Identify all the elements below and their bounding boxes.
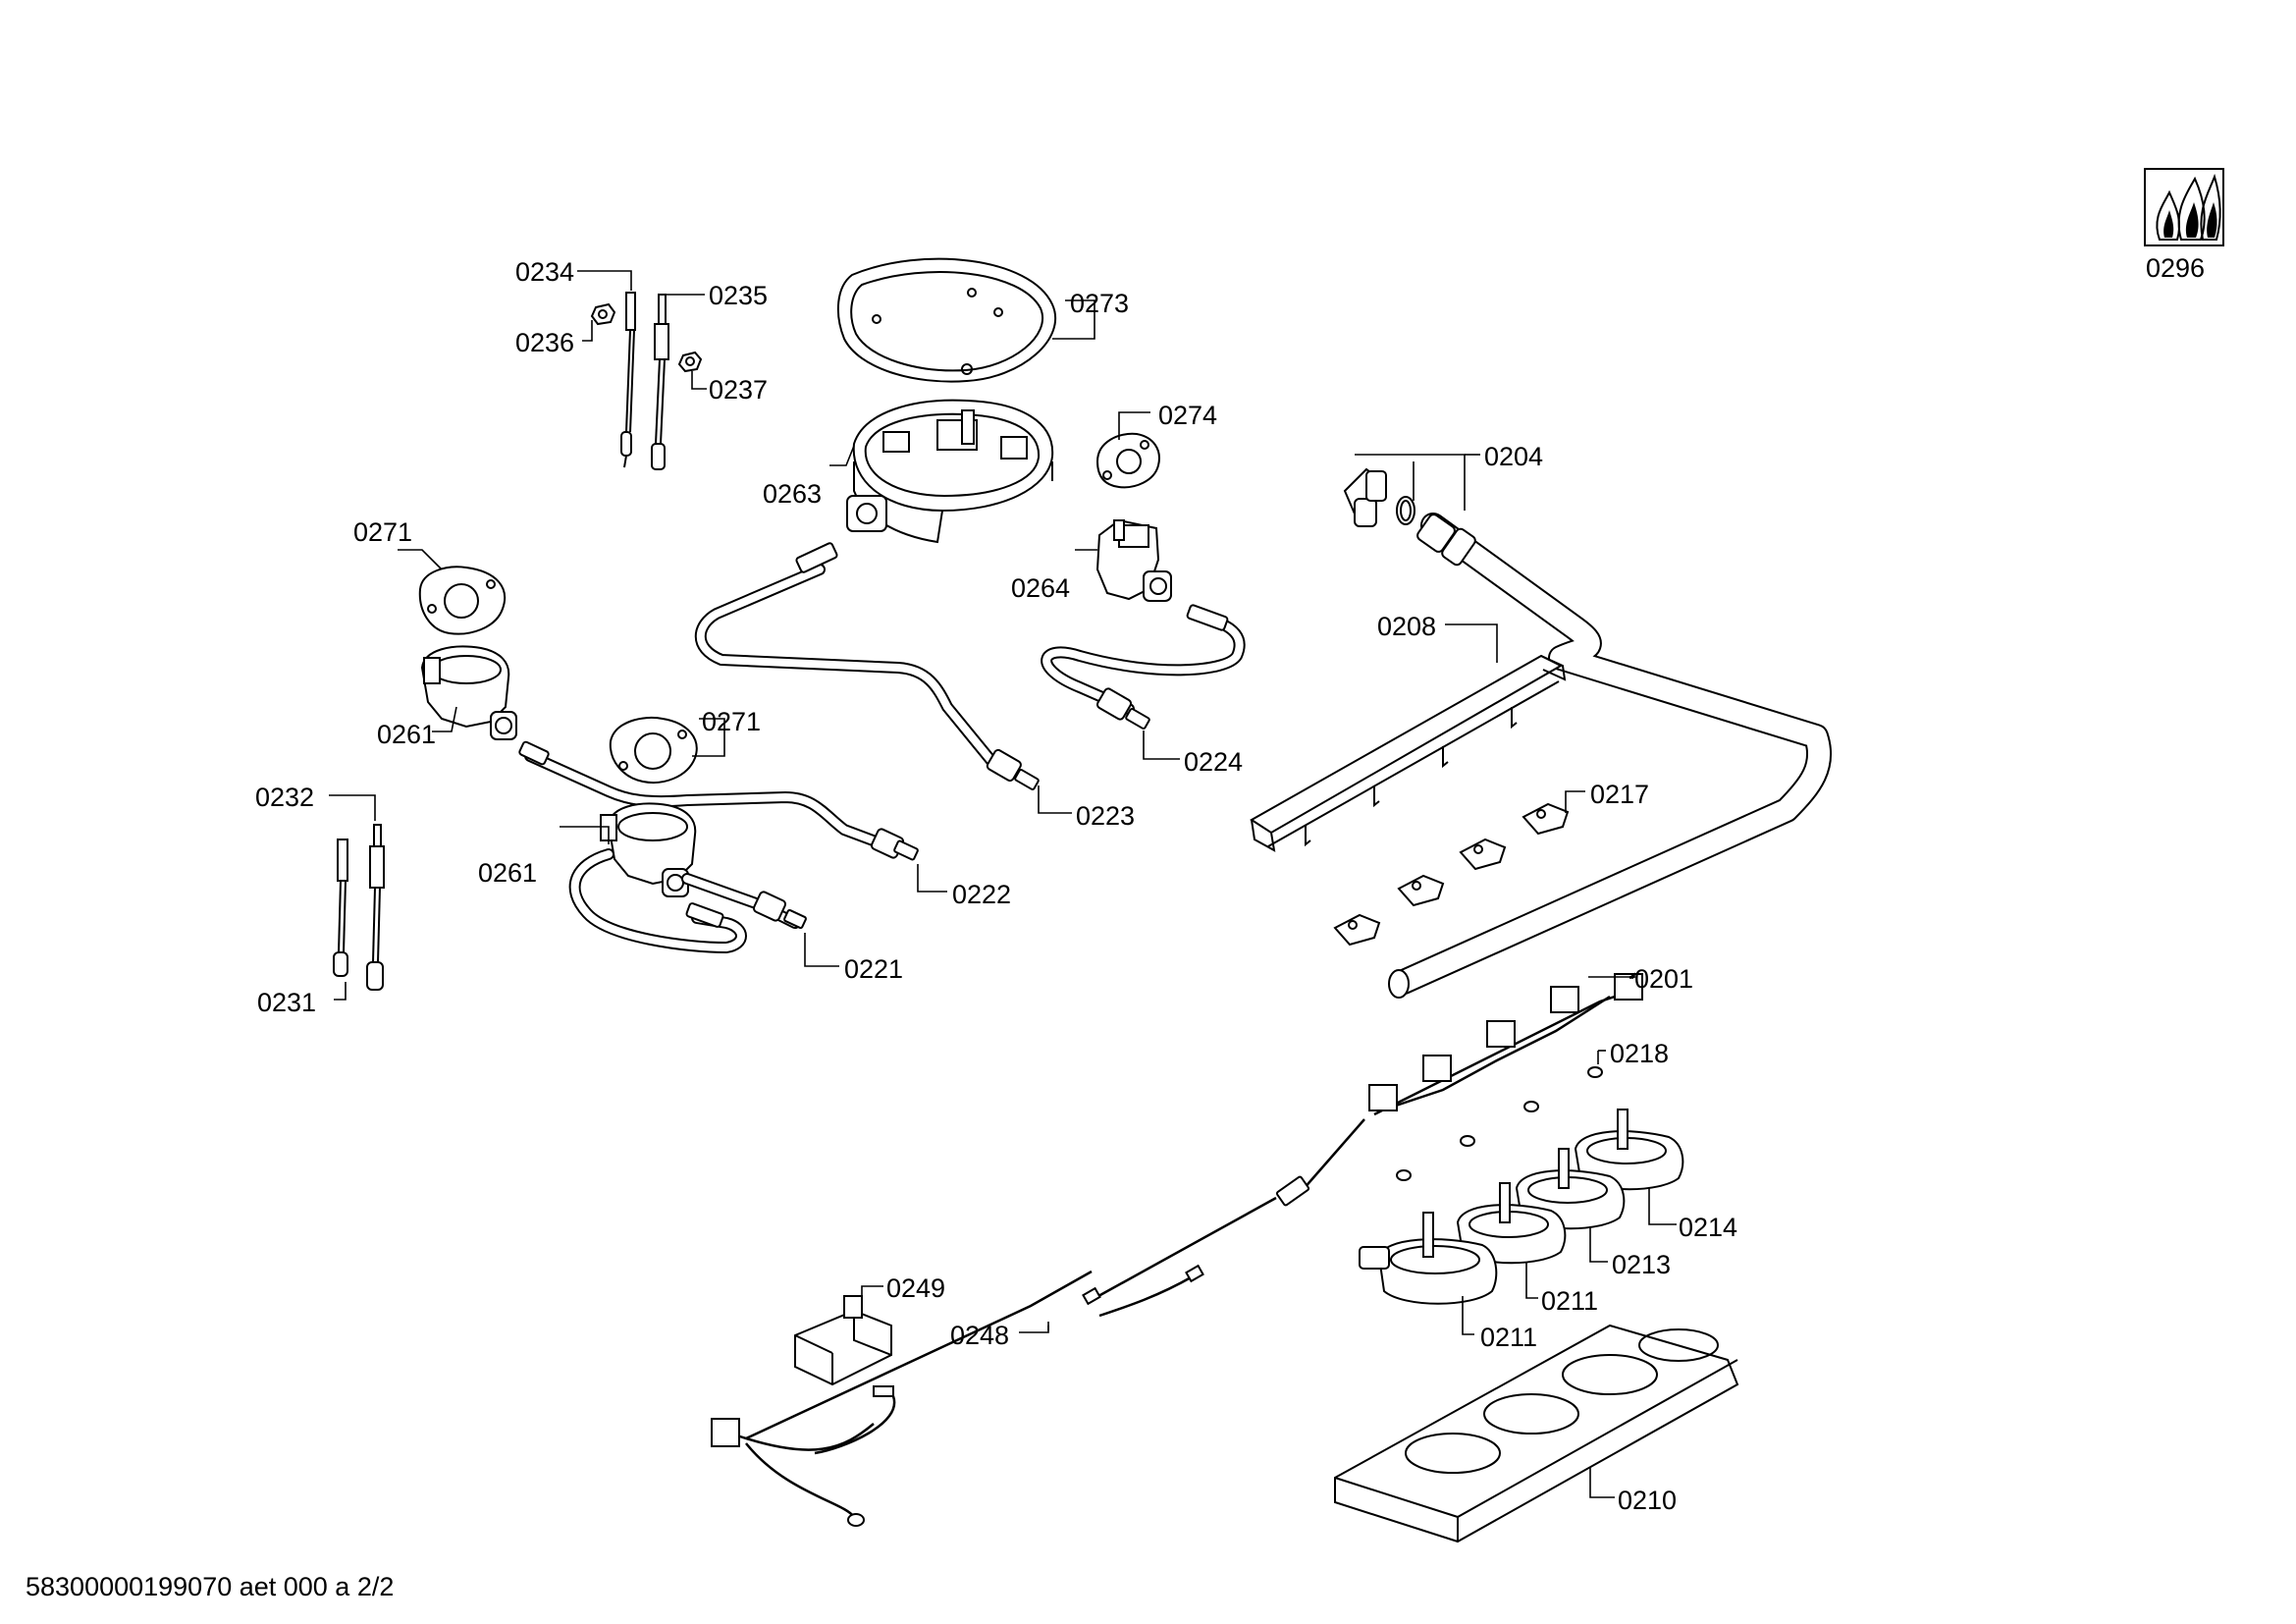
- label-0261-bottom: 0261: [478, 858, 537, 888]
- label-0210: 0210: [1618, 1486, 1677, 1515]
- valve-tray-0210: [1334, 1324, 1739, 1543]
- label-0223: 0223: [1076, 801, 1135, 831]
- gas-tube-0223: [694, 542, 1040, 790]
- injector-holder-0261-top: [420, 645, 517, 740]
- label-0213: 0213: [1612, 1250, 1671, 1279]
- gas-pipe-0204: [1388, 513, 1833, 999]
- washer-0218: [1396, 1066, 1603, 1181]
- elbow-fitting-0204: [1343, 467, 1415, 527]
- label-0234: 0234: [515, 257, 574, 287]
- thermocouple-0231: [333, 839, 348, 977]
- label-0237: 0237: [709, 375, 768, 405]
- label-0296: 0296: [2146, 253, 2205, 283]
- gasket-0274: [1095, 432, 1160, 489]
- label-0274: 0274: [1158, 401, 1217, 430]
- ignition-harness-0201: [1082, 973, 1643, 1318]
- label-0217: 0217: [1590, 780, 1649, 809]
- label-0235: 0235: [709, 281, 768, 310]
- label-0218: 0218: [1610, 1039, 1669, 1068]
- gas-tube-0222: [518, 740, 919, 861]
- label-0231: 0231: [257, 988, 316, 1017]
- document-footer: 58300000199070 aet 000 a 2/2: [26, 1572, 394, 1601]
- thermocouple-0232: [366, 824, 385, 991]
- clip-0217: [1333, 802, 1570, 947]
- label-0249: 0249: [886, 1273, 945, 1303]
- gasket-0271-top: [418, 566, 507, 635]
- gas-tube-0221: [568, 848, 807, 953]
- thermocouple-0234: [620, 292, 636, 468]
- thermocouple-0235: [651, 294, 669, 470]
- label-0201: 0201: [1634, 964, 1693, 994]
- label-0271-mid: 0271: [702, 707, 761, 736]
- label-0263: 0263: [763, 479, 822, 509]
- ignition-module-0249: [794, 1295, 894, 1397]
- injector-holder-0264: [1095, 518, 1172, 602]
- label-0204: 0204: [1484, 442, 1543, 471]
- label-0264: 0264: [1011, 573, 1070, 603]
- nut-0237: [677, 351, 703, 373]
- gas-valve-0211-b: [1359, 1212, 1498, 1305]
- label-0222: 0222: [952, 880, 1011, 909]
- label-0271-top: 0271: [353, 517, 412, 547]
- label-0273: 0273: [1070, 289, 1129, 318]
- label-0211-a: 0211: [1541, 1286, 1598, 1316]
- label-0221: 0221: [844, 954, 903, 984]
- injector-holder-0261-bottom: [600, 802, 697, 897]
- gas-tube-0224: [1041, 604, 1246, 730]
- label-0214: 0214: [1679, 1213, 1737, 1242]
- label-0208: 0208: [1377, 612, 1436, 641]
- label-0211-b: 0211: [1480, 1323, 1537, 1352]
- rail-0208: [1250, 654, 1567, 852]
- nut-0236: [590, 302, 616, 326]
- label-0232: 0232: [255, 783, 314, 812]
- burner-base-0263: [846, 399, 1054, 544]
- label-0224: 0224: [1184, 747, 1243, 777]
- label-0236: 0236: [515, 328, 574, 357]
- gas-flame-icon: [2144, 168, 2224, 246]
- gasket-0273: [836, 257, 1057, 383]
- label-0248: 0248: [950, 1321, 1009, 1350]
- gasket-0271-mid: [609, 716, 698, 784]
- label-0261-top: 0261: [377, 720, 436, 749]
- wire-harness-0248: [711, 1270, 1093, 1527]
